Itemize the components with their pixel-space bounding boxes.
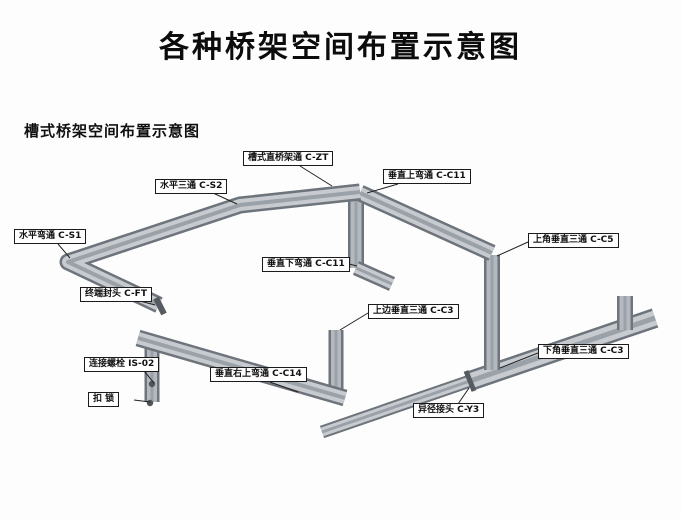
label-lock: 扣 锁	[88, 392, 120, 408]
leader-c-c11-up	[366, 183, 399, 194]
page-title: 各种桥架空间布置示意图	[159, 30, 522, 65]
leader-c-c3-up	[339, 312, 369, 331]
leader-c-c14	[269, 381, 299, 393]
leader-c-c3-down	[499, 352, 539, 369]
lock-mark	[146, 399, 154, 407]
connection-bolt-mark	[148, 380, 156, 388]
end-cap-mark	[153, 296, 167, 316]
label-vertical-down-bend: 垂直下弯通 C-C11	[262, 257, 350, 273]
label-connection-bolt: 连接螺栓 IS-02	[84, 357, 160, 373]
label-vertical-up-bend: 垂直上弯通 C-C11	[383, 169, 471, 185]
leader-c-c11-down	[348, 263, 358, 267]
leader-c-s2	[212, 192, 238, 205]
section-subtitle: 槽式桥架空间布置示意图	[24, 122, 201, 140]
label-end-cap: 终端封头 C-FT	[80, 287, 152, 303]
leader-lines	[57, 165, 539, 405]
label-vertical-right-up-bend: 垂直右上弯通 C-C14	[210, 367, 307, 383]
leader-c-c5	[496, 241, 529, 257]
leader-c-y3	[457, 387, 470, 405]
leader-lock	[133, 399, 151, 403]
label-upper-side-vertical-tee: 上边垂直三通 C-C3	[368, 304, 459, 320]
reducer-joint-mark	[463, 370, 477, 392]
leader-c-zt	[299, 165, 333, 187]
label-horizontal-bend: 水平弯通 C-S1	[14, 229, 87, 245]
label-horizontal-tee: 水平三通 C-S2	[155, 179, 228, 195]
label-lower-corner-vertical-tee: 下角垂直三通 C-C3	[538, 344, 629, 360]
leader-c-s1	[57, 243, 71, 259]
vertical-posts	[348, 194, 500, 370]
upper-loop-tray	[59, 183, 496, 316]
label-upper-corner-vertical-tee: 上角垂直三通 C-C5	[528, 233, 619, 249]
label-reducer-joint: 异径接头 C-Y3	[413, 403, 485, 419]
label-trough-straight-tray: 槽式直桥架通 C-ZT	[243, 151, 334, 167]
